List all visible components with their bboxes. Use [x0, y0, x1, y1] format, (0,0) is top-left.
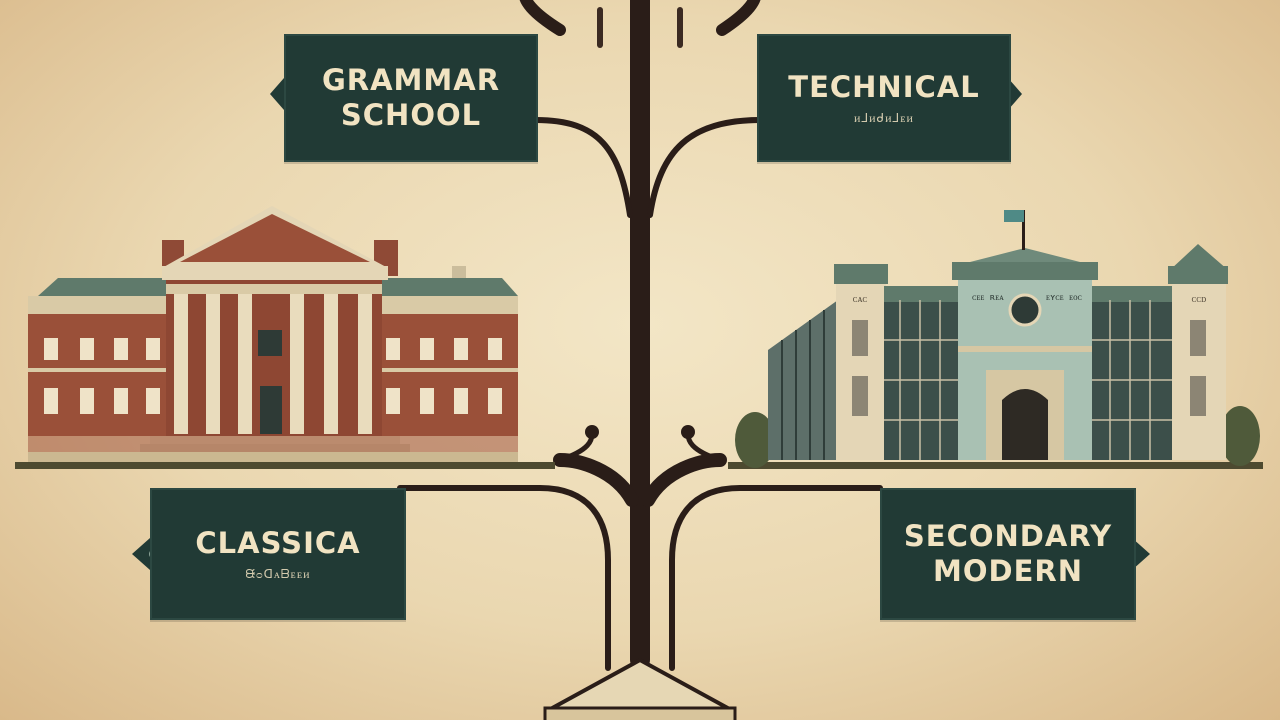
- technical-building-right-plaque: ᴄᴄᴅ: [1192, 294, 1207, 305]
- technical-label: TECHNICAL: [788, 70, 980, 104]
- classical-building-illustration: [28, 206, 518, 462]
- classica-sign: CLASSICA ᙠᴑᗡᴀᗷᴇᴇᴎ: [150, 488, 406, 620]
- ground-left: [15, 462, 555, 469]
- classica-sign-pointer: [132, 538, 150, 570]
- branch-knob-right: [681, 425, 695, 439]
- technical-building-illustration: [735, 210, 1260, 468]
- branch-knob-left: [585, 425, 599, 439]
- ground-right: [728, 462, 1263, 469]
- grammar-school-label: GRAMMAR SCHOOL: [321, 63, 501, 132]
- pedestal: [543, 657, 737, 720]
- technical-building-center-left-plaque: ᴄᴇᴇ ʀᴇᴀ: [972, 293, 1004, 303]
- classica-label: CLASSICA: [195, 526, 361, 560]
- classica-sublabel: ᙠᴑᗡᴀᗷᴇᴇᴎ: [245, 567, 311, 581]
- technical-sign-pointer: [1008, 78, 1022, 110]
- technical-sign: TECHNICAL ᴎ⅃ᴎᑯᴎ⅃ᴇᴎ: [757, 34, 1011, 162]
- technical-building-center-right-plaque: ᴇʏᴄᴇ ᴇᴏᴄ: [1046, 293, 1082, 303]
- secondary-modern-sign: SECONDARY MODERN: [880, 488, 1136, 620]
- technical-sublabel: ᴎ⅃ᴎᑯᴎ⅃ᴇᴎ: [854, 111, 914, 125]
- grammar-school-sign: GRAMMAR SCHOOL: [284, 34, 538, 162]
- secondary-modern-label: SECONDARY MODERN: [903, 519, 1113, 588]
- grammar-sign-pointer: [270, 78, 284, 110]
- secondary-sign-pointer: [1132, 538, 1150, 570]
- technical-building-left-plaque: ᴄᴀᴄ: [853, 294, 868, 305]
